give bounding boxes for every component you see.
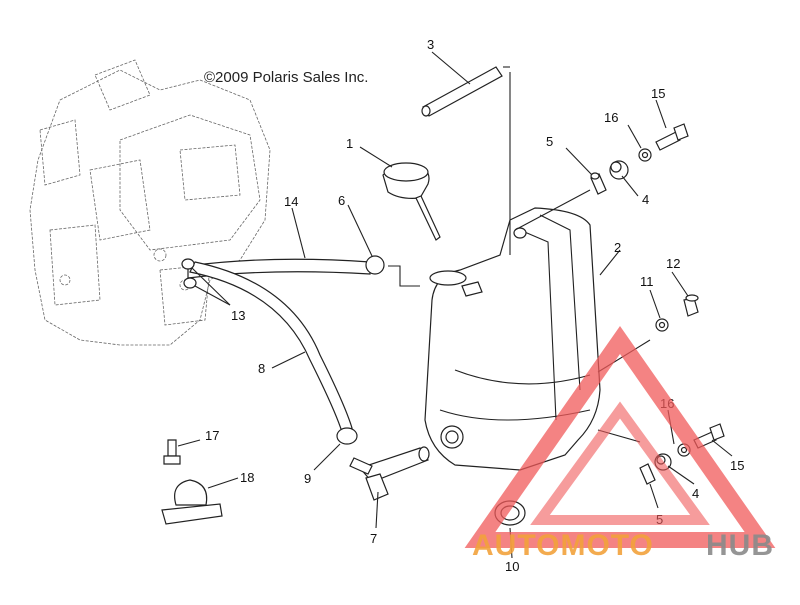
part-9-clamp: [336, 427, 358, 445]
callout-16: 16: [604, 110, 618, 125]
callout-17: 17: [205, 428, 219, 443]
watermark-text-automoto: AUTOMOTO: [472, 529, 654, 562]
part-6-clamp: [365, 255, 385, 275]
part-18-bracket: [161, 479, 223, 525]
callout-6: 6: [338, 193, 345, 208]
callout-4-lower: 4: [692, 486, 699, 501]
callout-3: 3: [427, 37, 434, 52]
part-2-oil-tank: [424, 207, 601, 471]
callout-18: 18: [240, 470, 254, 485]
callout-2: 2: [614, 240, 621, 255]
callout-15: 15: [651, 86, 665, 101]
part-13-clamp-lower: [183, 277, 197, 289]
part-5-bushing-upper: [590, 172, 607, 195]
part-3-tube: [422, 66, 503, 117]
part-8-hose: [189, 261, 353, 433]
callout-15-lower: 15: [730, 458, 744, 473]
part-12-plug: [683, 294, 699, 317]
callout-10: 10: [505, 559, 519, 574]
copyright-text: ©2009 Polaris Sales Inc.: [204, 69, 368, 86]
part-7-fitting: [349, 446, 430, 501]
watermark-logo: AUTOMOTO HUB: [464, 326, 776, 562]
part-11-washer: [655, 318, 669, 332]
part-13-clamp-upper: [181, 258, 195, 270]
watermark-triangle-inner: [530, 401, 710, 525]
part-4-grommet-upper: [609, 160, 629, 180]
callout-13: 13: [231, 308, 245, 323]
part-17-screw: [163, 439, 181, 465]
callout-14: 14: [284, 194, 298, 209]
callout-12: 12: [666, 256, 680, 271]
engine-outline: [29, 59, 271, 346]
watermark-text-hub: HUB: [706, 529, 774, 562]
part-5-bushing-lower: [639, 463, 656, 485]
callout-5: 5: [546, 134, 553, 149]
callout-9: 9: [304, 471, 311, 486]
watermark-triangle-outer: [464, 326, 776, 548]
callout-11: 11: [640, 274, 654, 289]
part-16-washer-upper: [638, 148, 652, 162]
callout-7: 7: [370, 531, 377, 546]
callout-1: 1: [346, 136, 353, 151]
callout-4: 4: [642, 192, 649, 207]
callout-8: 8: [258, 361, 265, 376]
part-15-bolt-upper: [655, 123, 689, 151]
part-1-dipstick: [382, 162, 441, 241]
